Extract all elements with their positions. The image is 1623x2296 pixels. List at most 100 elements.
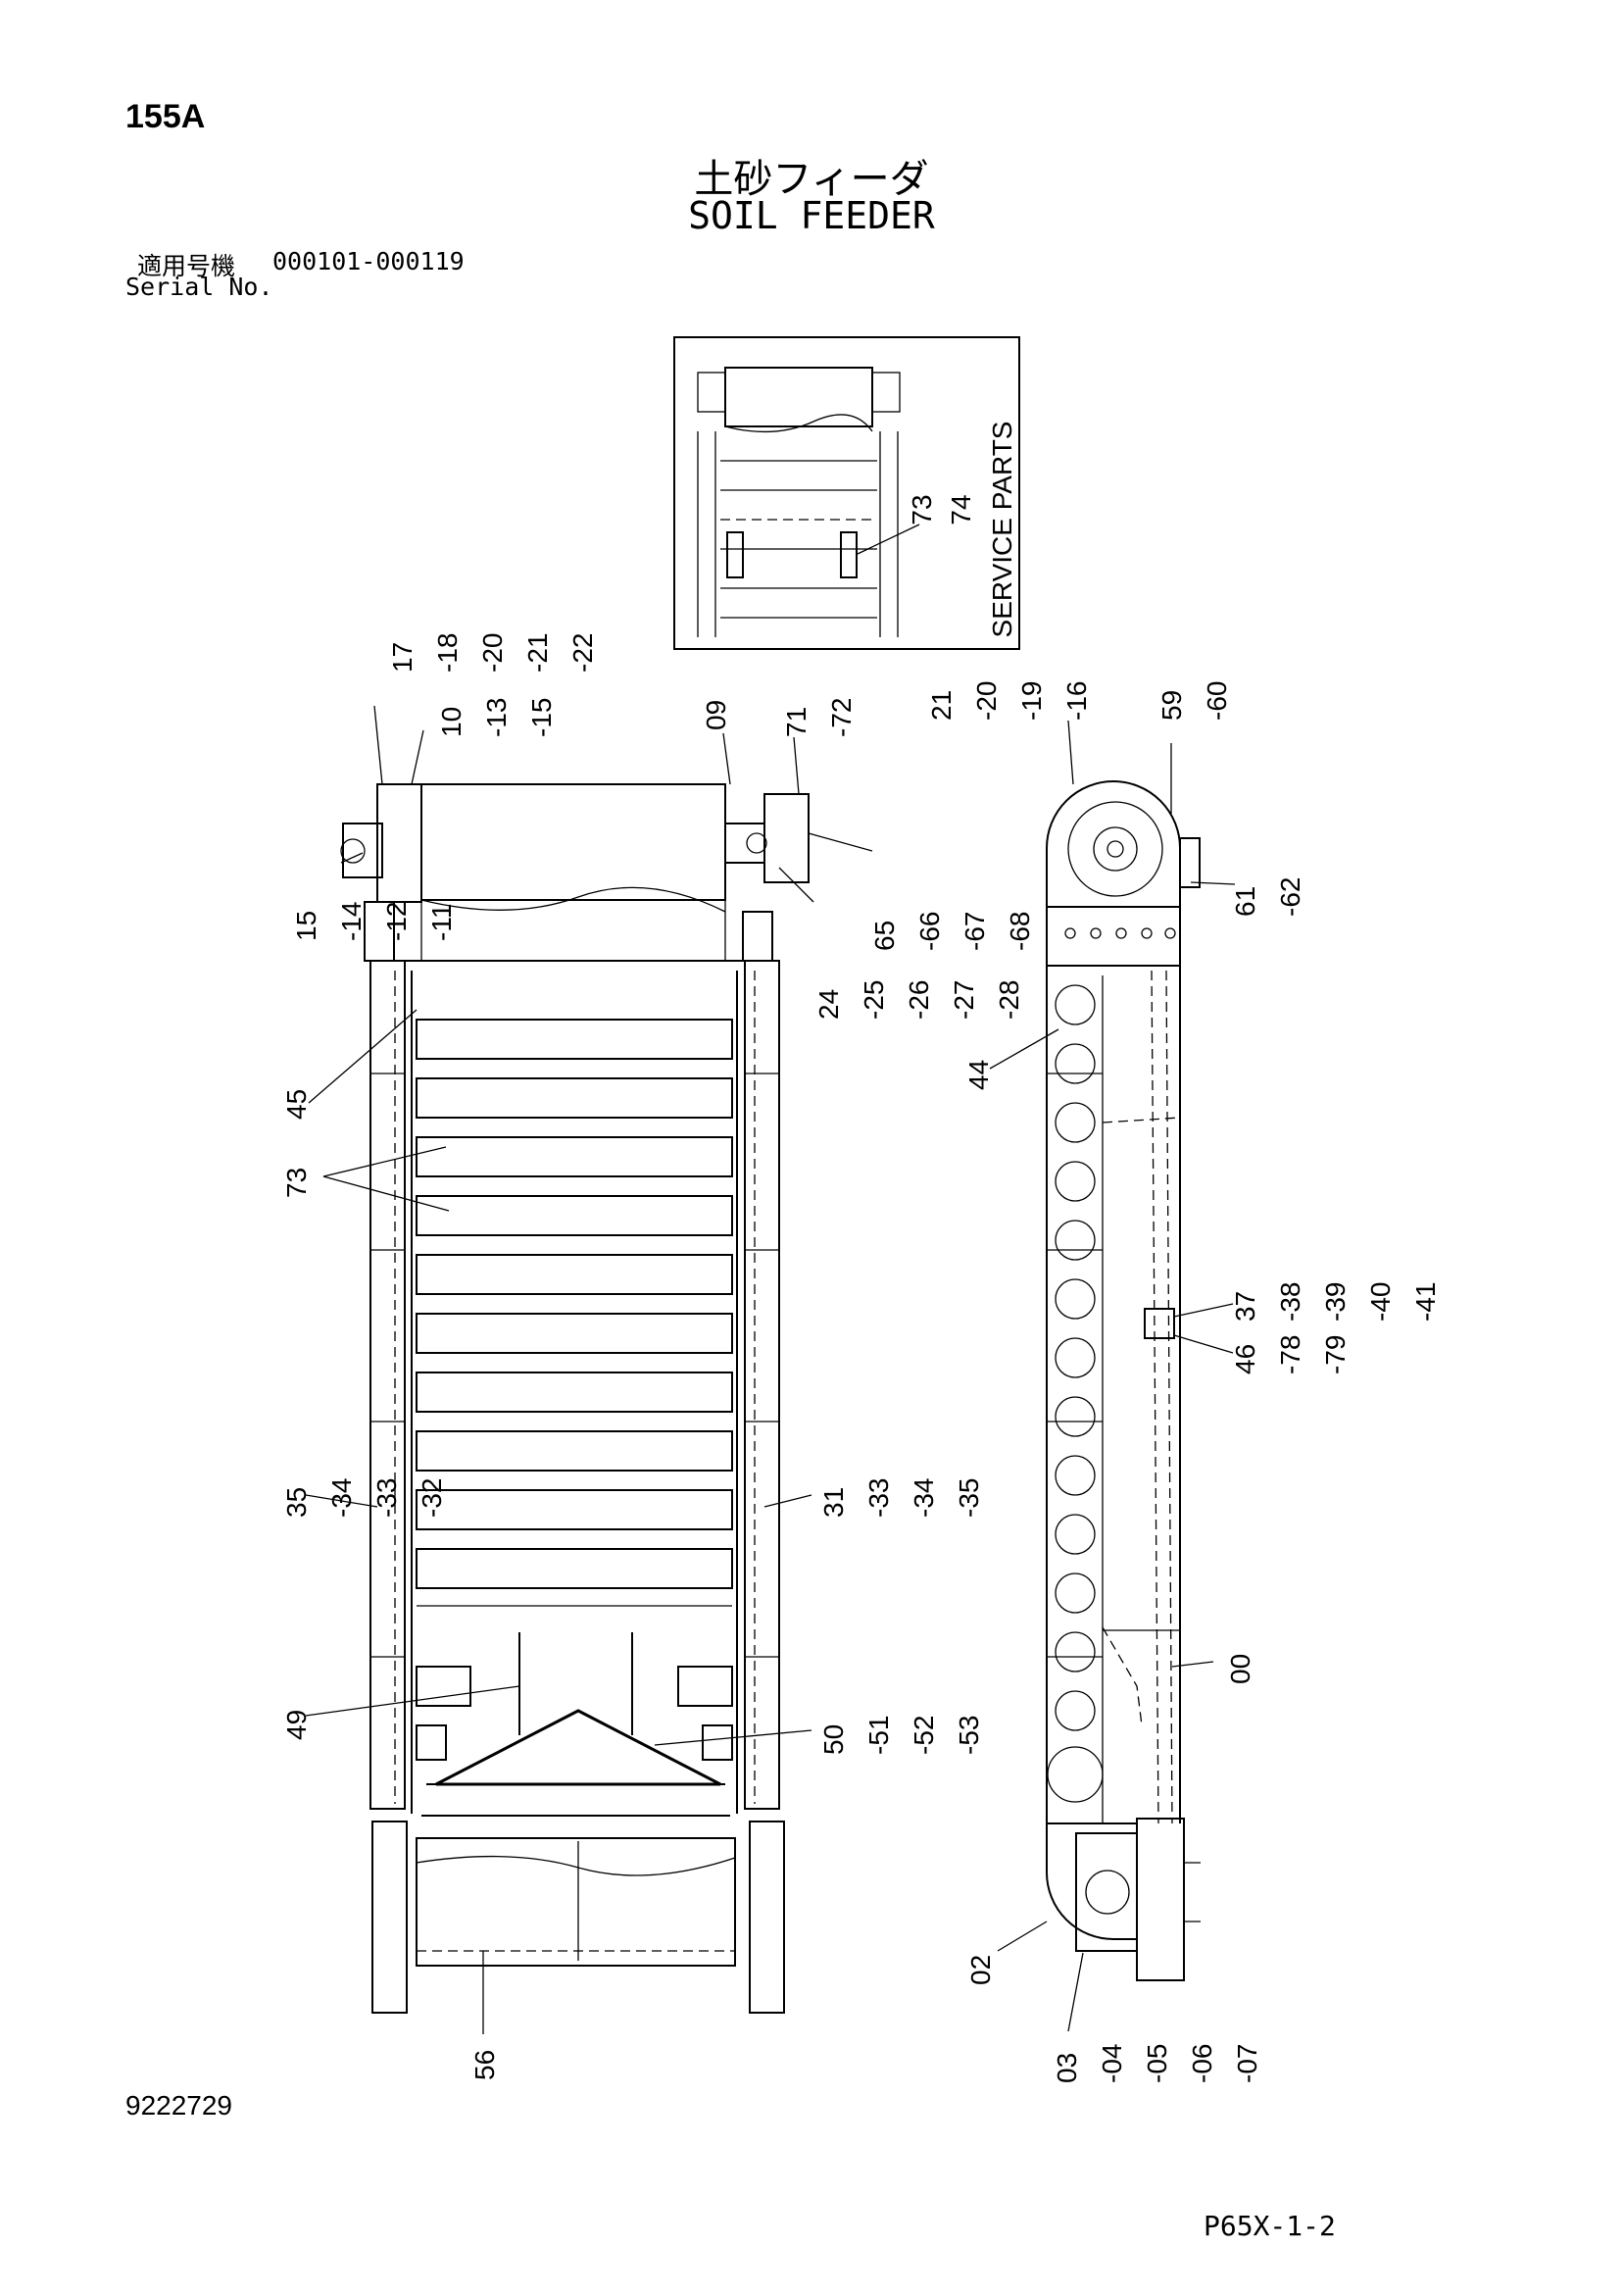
callout-number: -60: [1202, 681, 1232, 721]
callout-number: -62: [1275, 877, 1305, 917]
callout-number: -40: [1365, 1282, 1396, 1322]
title-english: SOIL FEEDER: [688, 194, 935, 237]
callout-number: 02: [965, 1955, 996, 1985]
callout-number: -51: [863, 1716, 894, 1755]
callout-number: 65: [869, 921, 900, 951]
callout-09: 09: [701, 700, 731, 730]
callout-number: -72: [826, 698, 857, 737]
callout-number: -67: [959, 912, 990, 951]
callout-31-35: 31 -33 -34 -35: [818, 1478, 984, 1518]
drawing-number: 9222729: [125, 2090, 233, 2121]
serial-label-english: Serial No.: [125, 273, 273, 301]
callout-number: -20: [971, 681, 1002, 721]
callout-number: -28: [994, 980, 1024, 1020]
callout-number: 71: [781, 707, 812, 737]
callout-number: 73: [281, 1168, 312, 1198]
callout-number: -13: [481, 698, 512, 737]
service-parts-inset: 73 74 SERVICE PARTS: [673, 336, 1020, 650]
callout-number: -16: [1061, 681, 1092, 721]
callout-10-15: 10 -13 -15: [436, 698, 557, 737]
callout-number: -39: [1320, 1282, 1351, 1322]
inset-callout: 73: [907, 494, 937, 524]
callout-number: -27: [949, 980, 979, 1020]
callout-number: 03: [1052, 2053, 1082, 2083]
callout-number: 10: [436, 707, 467, 737]
callout-labels: 17 -18 -20 -21 -22 10 -13 -15 09 71 -72 15 -14 -1…: [281, 633, 1441, 2083]
callout-number: 61: [1230, 886, 1260, 917]
callout-number: 31: [818, 1487, 849, 1518]
callout-number: 35: [281, 1487, 312, 1518]
callout-number: -04: [1097, 2044, 1127, 2083]
page-number: 155A: [125, 98, 206, 135]
callout-03-07: 03 -04 -05 -06 -07: [1052, 2044, 1262, 2083]
inset-callout: 74: [946, 494, 976, 524]
callout-24-28: 24-25-26-27-28: [813, 980, 1024, 1020]
page-reference: P65X-1-2: [1204, 2210, 1336, 2242]
callout-15-11: 15 -14 -12 -11: [291, 902, 457, 941]
callout-56: 56: [469, 2050, 500, 2080]
callout-number: 50: [818, 1724, 849, 1755]
callout-number: -79: [1320, 1335, 1351, 1374]
callout-number: 49: [281, 1710, 312, 1740]
callout-number: -34: [326, 1478, 357, 1518]
callout-35-32: 35-34-33-32: [281, 1478, 447, 1518]
callout-number: 09: [701, 700, 731, 730]
callout-number: -22: [567, 633, 598, 673]
callout-number: 45: [281, 1089, 312, 1120]
inset-label-group: 73 74: [907, 494, 976, 524]
plan-view: [305, 705, 873, 2034]
callout-number: -05: [1142, 2044, 1172, 2083]
callout-73: 73: [281, 1168, 312, 1198]
callout-number: -14: [336, 902, 367, 941]
callout-number: -20: [477, 633, 508, 673]
callout-number: -35: [954, 1478, 984, 1518]
callout-44: 44: [963, 1060, 994, 1090]
callout-number: -18: [432, 633, 463, 673]
callout-number: 15: [291, 911, 321, 941]
callout-00: 00: [1225, 1654, 1255, 1684]
serial-label-japanese: 適用号機: [137, 252, 236, 280]
callout-number: 56: [469, 2050, 500, 2080]
side-view: [989, 720, 1236, 2032]
callout-number: 17: [387, 642, 418, 673]
callout-50-53: 50 -51 -52 -53: [818, 1716, 984, 1755]
service-parts-caption: SERVICE PARTS: [987, 422, 1017, 638]
callout-number: 21: [926, 690, 957, 721]
callout-49: 49: [281, 1710, 312, 1740]
title-japanese: 土砂フィーダ: [694, 157, 929, 202]
callout-number: -11: [426, 904, 457, 941]
callout-number: -33: [371, 1478, 402, 1518]
callout-number: -38: [1275, 1282, 1305, 1322]
callout-71-72: 71 -72: [781, 698, 857, 737]
callout-number: -33: [863, 1478, 894, 1518]
callout-59-60: 59-60: [1156, 681, 1232, 721]
callout-number: -12: [381, 902, 412, 941]
callout-46-79: 46 -78 -79: [1230, 1335, 1351, 1374]
serial-range: 000101-000119: [272, 247, 465, 275]
callout-65-68: 65 -66 -67 -68: [869, 912, 1035, 951]
callout-number: -34: [909, 1478, 939, 1518]
callout-number: -78: [1275, 1335, 1305, 1374]
callout-17-22: 17 -18 -20 -21 -22: [387, 633, 598, 673]
callout-number: -53: [954, 1716, 984, 1755]
callout-number: -07: [1232, 2044, 1262, 2083]
callout-number: -25: [859, 980, 889, 1020]
callout-number: 44: [963, 1060, 994, 1090]
callout-45: 45: [281, 1089, 312, 1120]
callout-number: -68: [1005, 912, 1035, 951]
callout-number: -19: [1016, 681, 1047, 721]
callout-number: -52: [909, 1716, 939, 1755]
callout-61-62: 61 -62: [1230, 877, 1305, 917]
callout-number: -26: [904, 980, 934, 1020]
callout-21-16: 21 -20 -19 -16: [926, 681, 1092, 721]
callout-number: -15: [526, 698, 557, 737]
callout-number: -41: [1410, 1282, 1441, 1322]
callout-number: -66: [914, 912, 945, 951]
callout-number: 00: [1225, 1654, 1255, 1684]
callout-number: -06: [1187, 2044, 1217, 2083]
callout-number: 37: [1230, 1291, 1260, 1322]
callout-number: -21: [522, 633, 553, 673]
callout-37-41: 37 -38 -39 -40 -41: [1230, 1282, 1441, 1322]
callout-number: 46: [1230, 1344, 1260, 1374]
